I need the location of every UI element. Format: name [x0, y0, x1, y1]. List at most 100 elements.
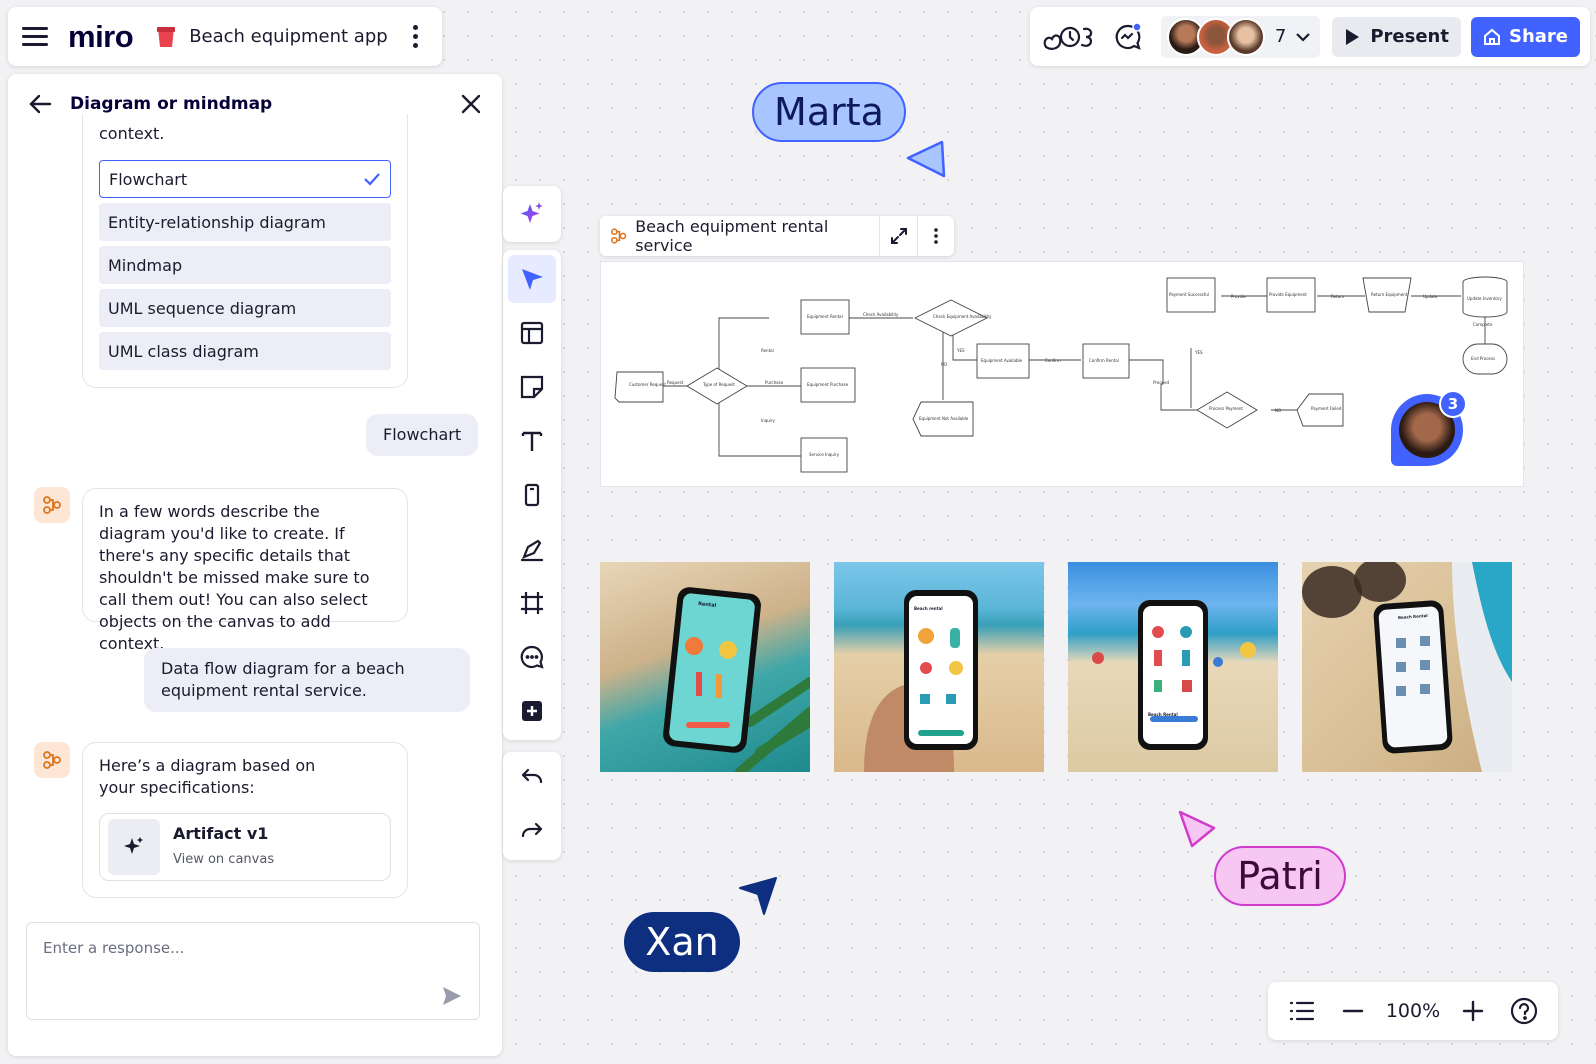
- cursor-label-marta: Marta: [752, 82, 906, 142]
- comments-notifications-icon[interactable]: [1110, 17, 1147, 57]
- undo-icon[interactable]: [508, 755, 556, 803]
- edge-label: Proceed: [1153, 380, 1169, 385]
- cursor-label-xan: Xan: [624, 912, 740, 972]
- text-tool[interactable]: [508, 417, 556, 465]
- node-provide-equipment: [1266, 277, 1316, 313]
- edge-label: Update: [1423, 294, 1438, 299]
- edge-label: Purchase: [765, 380, 784, 385]
- more-tools-icon[interactable]: [508, 687, 556, 735]
- option-uml-class[interactable]: UML class diagram: [99, 332, 391, 370]
- user-message: Flowchart: [366, 414, 479, 456]
- panel-header: Diagram or mindmap: [8, 74, 502, 134]
- node-confirm-rental: [1082, 343, 1130, 379]
- artifact-subtitle: View on canvas: [173, 852, 275, 867]
- beach-photo-2[interactable]: Beach rental: [834, 562, 1044, 772]
- node-return-equipment: [1362, 277, 1412, 313]
- phone-screen-title: Beach rental: [914, 606, 943, 611]
- input-placeholder: Enter a response...: [43, 939, 185, 957]
- artifact-card[interactable]: Artifact v1 View on canvas: [99, 813, 391, 881]
- board-menu-bar: miro Beach equipment app: [8, 7, 442, 66]
- beach-photo-4[interactable]: Beach Rental: [1302, 562, 1512, 772]
- share-label: Share: [1508, 26, 1568, 47]
- ai-message: In a few words describe the diagram you'…: [82, 488, 408, 653]
- option-mindmap[interactable]: Mindmap: [99, 246, 391, 284]
- node-label: Equipment Purchase: [807, 382, 849, 387]
- back-arrow-icon[interactable]: [28, 91, 54, 117]
- diagram-icon: [610, 228, 627, 244]
- board-options-icon[interactable]: [403, 21, 428, 52]
- close-icon[interactable]: [460, 93, 482, 115]
- ai-toolbar: [503, 186, 561, 242]
- comment-thread-avatar[interactable]: 3: [1391, 390, 1467, 466]
- share-button[interactable]: Share: [1470, 16, 1580, 57]
- templates-tool[interactable]: [508, 309, 556, 357]
- node-check-availability: [913, 299, 989, 337]
- chevron-down-icon[interactable]: [1294, 28, 1312, 46]
- check-icon: [364, 173, 380, 186]
- artifact-title: Artifact v1: [173, 824, 269, 843]
- edge-label: Provide: [1231, 294, 1246, 299]
- beach-photo-1[interactable]: Rental: [600, 562, 810, 772]
- ai-result-text: Here’s a diagram based on your specifica…: [99, 756, 316, 797]
- zoom-level[interactable]: 100%: [1385, 1000, 1441, 1022]
- card-tool[interactable]: [508, 471, 556, 519]
- beach-photo-3[interactable]: Beach Rental: [1068, 562, 1278, 772]
- option-entity-relationship[interactable]: Entity-relationship diagram: [99, 203, 391, 241]
- expand-icon[interactable]: [880, 216, 916, 256]
- reactions-icon[interactable]: [1040, 17, 1096, 57]
- comment-tool[interactable]: [508, 633, 556, 681]
- send-icon[interactable]: [441, 985, 463, 1007]
- present-button[interactable]: Present: [1332, 16, 1461, 57]
- zoom-controls: 100%: [1268, 982, 1558, 1040]
- ai-diagram-icon: [34, 487, 70, 523]
- board-icon: [157, 26, 176, 47]
- ai-sparkle-tool[interactable]: [508, 189, 556, 237]
- node-label: Update Inventory: [1467, 296, 1502, 301]
- node-process-payment: [1196, 391, 1258, 429]
- select-tool[interactable]: [508, 255, 556, 303]
- node-label: Equipment Not Available: [919, 416, 969, 421]
- edge-label: Rental: [761, 348, 774, 353]
- pen-tool[interactable]: [508, 525, 556, 573]
- node-label: Check Equipment Availability: [933, 314, 992, 319]
- node-equipment-rental: [800, 299, 850, 335]
- node-label: Payment Successful: [1169, 292, 1209, 297]
- option-label: Mindmap: [108, 255, 183, 275]
- phone-screen-title: Beach Rental: [1148, 712, 1178, 717]
- node-label: Process Payment: [1209, 406, 1243, 411]
- redo-icon[interactable]: [508, 809, 556, 857]
- board-title[interactable]: Beach equipment app: [189, 26, 388, 47]
- board-outline-icon[interactable]: [1276, 985, 1328, 1037]
- play-icon: [1346, 28, 1360, 45]
- edge-label: Confirm: [1045, 358, 1061, 363]
- diagram-type-options: context. Flowchart Entity-relationship d…: [82, 114, 408, 388]
- response-input[interactable]: Enter a response...: [26, 922, 480, 1020]
- option-label: Entity-relationship diagram: [108, 212, 326, 232]
- frame-tool[interactable]: [508, 579, 556, 627]
- node-payment-successful: [1166, 277, 1216, 313]
- option-label: Flowchart: [109, 169, 188, 189]
- collaborator-avatar[interactable]: [1226, 17, 1265, 56]
- diagram-header[interactable]: Beach equipment rental service: [600, 216, 954, 256]
- node-label: Service Inquiry: [809, 452, 840, 457]
- sticky-note-tool[interactable]: [508, 363, 556, 411]
- diagram-title: Beach equipment rental service: [635, 217, 829, 255]
- sparkle-icon: [108, 819, 160, 875]
- present-label: Present: [1370, 26, 1449, 47]
- zoom-in-icon[interactable]: [1447, 985, 1499, 1037]
- help-icon[interactable]: [1498, 985, 1550, 1037]
- flowchart-diagram[interactable]: Customer Request Type of Request Equipme…: [600, 261, 1524, 487]
- collaborators-list[interactable]: 7: [1160, 15, 1321, 58]
- main-menu-icon[interactable]: [22, 24, 48, 50]
- node-update-inventory: [1462, 276, 1508, 318]
- option-flowchart[interactable]: Flowchart: [99, 160, 391, 198]
- node-equipment-available: [976, 343, 1030, 379]
- comment-count-badge: 3: [1439, 390, 1467, 418]
- option-uml-sequence[interactable]: UML sequence diagram: [99, 289, 391, 327]
- node-label: Confirm Rental: [1089, 358, 1119, 363]
- node-equipment-purchase: [800, 367, 856, 403]
- collaboration-bar: 7 Present Share: [1030, 7, 1590, 66]
- edge-label: NO: [1275, 408, 1281, 413]
- diagram-options-icon[interactable]: [918, 216, 954, 256]
- zoom-out-icon[interactable]: [1328, 985, 1380, 1037]
